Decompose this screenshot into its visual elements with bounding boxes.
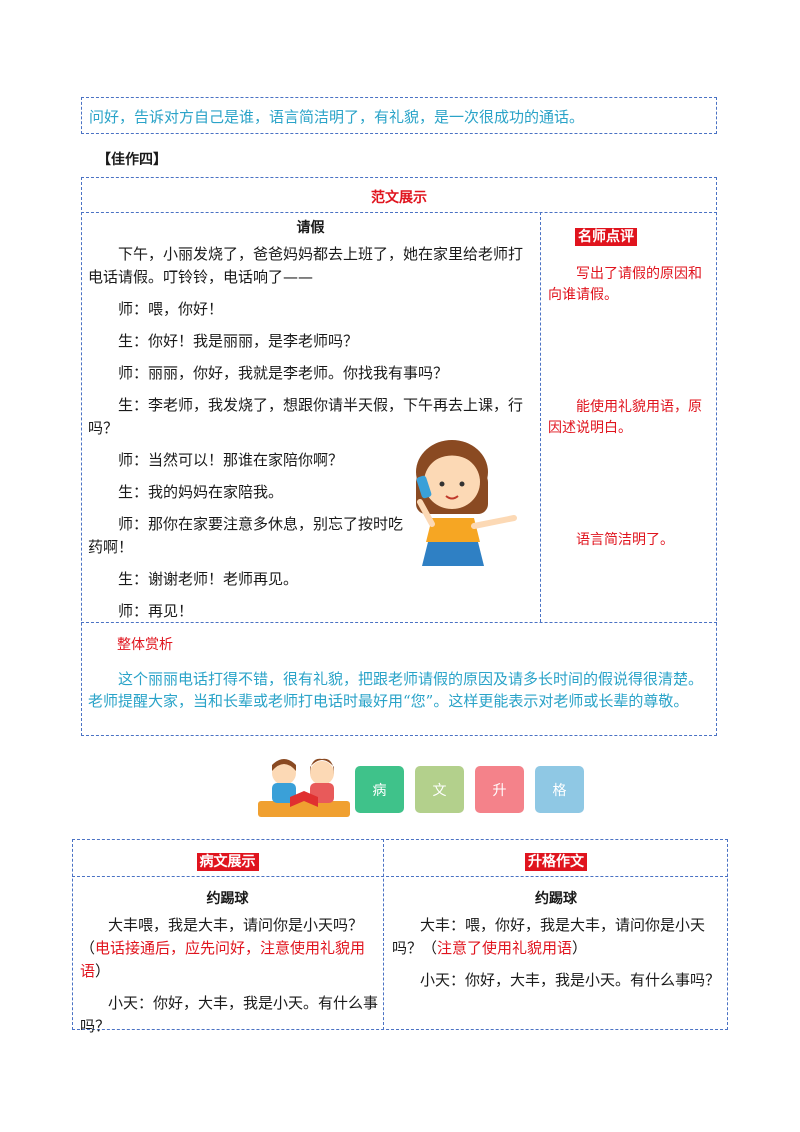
right-p1-note: 注意了使用礼貌用语 — [437, 939, 573, 957]
essay-paragraph: 师：当然可以！那谁在家陪你啊？ — [118, 451, 344, 469]
right-paragraph: 大丰：喂，你好，我是大丰，请问你是小天吗？（注意了使用礼貌用语） — [392, 914, 722, 960]
right-paragraph: 小天：你好，大丰，我是小天。有什么事吗？ — [420, 971, 721, 989]
sheng-button-label: 升 — [492, 782, 507, 799]
appreciation-text: 这个丽丽电话打得不错，很有礼貌，把跟老师请假的原因及请多长时间的假说得很清楚。老… — [88, 670, 704, 710]
wen-button-label: 文 — [432, 782, 447, 799]
left-header-text: 病文展示 — [196, 853, 259, 871]
appreciation-title: 整体赏析 — [117, 637, 173, 653]
right-header: 升格作文 — [384, 851, 728, 871]
remarks-label: 名师点评 — [575, 226, 637, 246]
bing-button[interactable]: 病 — [355, 766, 404, 813]
divider — [540, 212, 541, 622]
divider — [72, 876, 728, 877]
students-reading-illustration — [258, 758, 350, 817]
essay-paragraph: 生：我的妈妈在家陪我。 — [118, 483, 284, 501]
left-p1-note: 电话接通后，应先问好，注意使用礼貌用语 — [80, 939, 366, 980]
remark-2: 能使用礼貌用语，原因述说明白。 — [548, 399, 702, 436]
left-paragraph: 小天：你好，大丰，我是小天。有什么事吗？ — [80, 994, 379, 1035]
wen-button[interactable]: 文 — [415, 766, 464, 813]
divider — [383, 839, 384, 1030]
essay-body: 下午，小丽发烧了，爸爸妈妈都去上班了，她在家里给老师打电话请假。叮铃铃，电话响了… — [88, 243, 535, 623]
intro-text: 问好，告诉对方自己是谁，语言简洁明了，有礼貌，是一次很成功的通话。 — [89, 108, 585, 126]
left-title: 约踢球 — [206, 891, 249, 907]
essay-paragraph: 生：谢谢老师！老师再见。 — [118, 570, 299, 588]
ge-button[interactable]: 格 — [535, 766, 584, 813]
sheng-button[interactable]: 升 — [475, 766, 524, 813]
left-body: 大丰喂，我是大丰，请问你是小天吗？（电话接通后，应先问好，注意使用礼貌用语） 小… — [80, 914, 378, 1038]
left-p1-text: 大丰喂，我是大丰，请问你是小天吗？（ — [80, 916, 364, 957]
left-paragraph: 大丰喂，我是大丰，请问你是小天吗？（电话接通后，应先问好，注意使用礼貌用语） — [80, 914, 378, 983]
section-label: 【佳作四】 — [97, 152, 167, 168]
right-body: 大丰：喂，你好，我是大丰，请问你是小天吗？（注意了使用礼貌用语） 小天：你好，大… — [392, 914, 722, 992]
right-header-text: 升格作文 — [525, 853, 587, 871]
intro-box — [81, 97, 717, 134]
girl-phone-illustration — [416, 440, 517, 566]
essay-paragraph: 师：那你在家要注意多休息，别忘了按时吃药啊！ — [88, 515, 404, 556]
showcase-table — [81, 177, 717, 736]
left-header: 病文展示 — [72, 851, 383, 871]
divider — [81, 622, 717, 623]
comparison-table — [72, 839, 728, 1030]
essay-title: 请假 — [296, 220, 325, 236]
bing-button-label: 病 — [372, 782, 387, 799]
remarks-label-text: 名师点评 — [575, 228, 637, 246]
right-p1-close: ） — [572, 939, 588, 957]
left-p1-close: ） — [95, 962, 111, 980]
essay-paragraph: 师：丽丽，你好，我就是李老师。你找我有事吗？ — [118, 364, 449, 382]
essay-paragraph: 生：你好！我是丽丽，是李老师吗？ — [118, 332, 359, 350]
essay-paragraph: 生：李老师，我发烧了，想跟你请半天假，下午再去上课，行吗？ — [88, 396, 524, 437]
divider — [81, 212, 717, 213]
remark-3: 语言简洁明了。 — [576, 532, 674, 548]
essay-paragraph: 下午，小丽发烧了，爸爸妈妈都去上班了，她在家里给老师打电话请假。叮铃铃，电话响了… — [88, 245, 524, 286]
remark-1: 写出了请假的原因和向谁请假。 — [548, 266, 702, 303]
right-title: 约踢球 — [535, 891, 577, 907]
essay-paragraph: 师：再见！ — [118, 602, 194, 620]
showcase-header: 范文展示 — [371, 190, 427, 206]
right-p1-text: 大丰：喂，你好，我是大丰，请问你是小天吗？（ — [392, 916, 706, 957]
ge-button-label: 格 — [552, 782, 567, 799]
essay-paragraph: 师：喂，你好！ — [118, 300, 224, 318]
